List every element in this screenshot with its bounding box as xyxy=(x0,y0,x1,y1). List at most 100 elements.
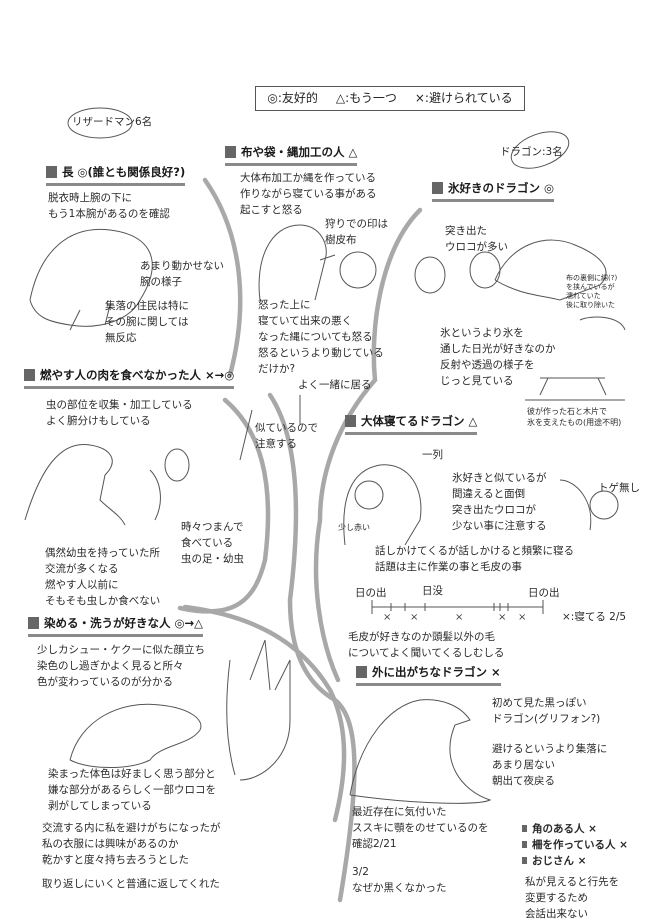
title-text: 燃やす人の肉を食べなかった人 ×→◎ xyxy=(40,368,235,382)
others-note: 私が見えると行先を変更するため会話出来ない xyxy=(525,874,619,922)
text-line: 氷というより氷を xyxy=(440,327,524,339)
arrow-similar xyxy=(239,409,253,461)
text-line: 寝ていて出来の悪く xyxy=(258,315,353,327)
text-line: 少しカシュー・ケクーに似た顔立ち xyxy=(37,644,205,656)
bug-eater-note-diet: 偶然幼虫を持っていた所交流が多くなる燃やす人以前にそもそも虫しか食べない xyxy=(45,545,160,609)
text-line: 氷を支えたもの(用途不明) xyxy=(527,418,622,427)
group-circle-lizardmen xyxy=(67,107,133,139)
text-line: 脱衣時上腕の下に xyxy=(48,192,132,204)
branch-line-dyer xyxy=(182,604,347,823)
text-line: 交流が多くなる xyxy=(45,563,119,575)
sketch-dyer-head xyxy=(69,703,202,768)
ice-dragon-note-scales: 突き出たウロコが多い xyxy=(445,223,508,255)
sketch-ice-stand xyxy=(525,377,625,401)
text-line: 作りながら寝ている事がある xyxy=(240,188,377,200)
section-title-dyer: 染める・洗うが好きな人 ◎→△ xyxy=(28,616,204,637)
sleepy-dragon-note-talk: 話しかけてくるが話しかけると頻繁に寝る話題は主に作業の事と毛皮の事 xyxy=(375,543,574,575)
dyer-note-face: 少しカシュー・ケクーに似た顔立ち染色のし過ぎかよく見ると所々色が変わっているのが… xyxy=(37,642,205,690)
text-line: 剥がしてしまっている xyxy=(48,800,152,812)
others-item: 角のある人 × xyxy=(522,821,628,837)
text-line: 燃やす人以前に xyxy=(45,579,119,591)
text-line: おじさん × xyxy=(532,855,587,867)
others-item: おじさん × xyxy=(522,853,628,869)
timeline-mark: × xyxy=(518,612,526,623)
text-line: 注意する xyxy=(255,438,297,450)
dyer-note-return: 取り返しにいくと普通に返してくれた xyxy=(42,878,220,890)
text-line: 間違えると面倒 xyxy=(452,488,526,500)
bullet-icon xyxy=(522,825,527,832)
sketch-sleepy-dragon xyxy=(343,464,619,546)
section-title-ice-dragon: 氷好きのドラゴン ◎ xyxy=(432,181,555,202)
text-line: 集落の住民は特に xyxy=(105,300,189,312)
text-line: 大体布加工か縄を作っている xyxy=(240,172,376,184)
text-line: 話題は主に作業の事と毛皮の事 xyxy=(375,561,522,573)
legend-friendly: ◎:友好的 xyxy=(267,91,318,105)
legend-avoided: ×:避けられている xyxy=(414,91,513,105)
outgoing-dragon-note-recent: 最近存在に気付いたススキに顎をのせているのを確認2/21 xyxy=(352,804,489,852)
sketch-dyer-hand xyxy=(226,639,291,781)
text-line: 怒るというより動じている xyxy=(258,347,384,359)
text-line: 最近存在に気付いた xyxy=(352,806,447,818)
title-text: 長 ◎(誰とも関係良好?) xyxy=(62,165,186,179)
branch-line-left xyxy=(202,177,243,378)
ice-dragon-note-light: 氷というより氷を通した日光が好きなのか反射や透過の様子をじっと見ている xyxy=(440,325,556,389)
text-line: ドラゴン(グリフォン?) xyxy=(492,713,601,725)
bullet-icon xyxy=(24,369,35,381)
link-label-together: よく一緒に居る xyxy=(298,379,372,391)
sketch-ice-dragon xyxy=(414,239,626,331)
sleepy-dragon-note-similar: 氷好きと似ているが間違えると面倒突き出たウロコが少ない事に注意する xyxy=(452,470,547,534)
sleepy-dragon-note-fur: 毛皮が好きなのか頭髪以外の毛についてよく聞いてくるしむしる xyxy=(348,629,504,661)
text-line: 避けるというより集落に xyxy=(492,743,608,755)
text-line: なった縄についても怒る xyxy=(258,331,373,343)
bullet-icon xyxy=(432,182,443,194)
text-line: 私が見えると行先を xyxy=(525,876,620,888)
text-line: 話しかけてくるが話しかけると頻繁に寝る xyxy=(375,545,574,557)
text-line: だけか? xyxy=(258,363,296,375)
section-title-chief: 長 ◎(誰とも関係良好?) xyxy=(46,165,186,186)
branch-line-center xyxy=(267,392,357,903)
text-line: あまり居ない xyxy=(492,759,555,771)
text-line: 狩りでの印は xyxy=(325,218,388,230)
text-line: 確認2/21 xyxy=(352,838,397,850)
sketch-chief xyxy=(29,228,153,331)
text-line: を挟んでいるが xyxy=(566,283,615,291)
branch-line-left-lower xyxy=(177,397,271,614)
text-line: 柵を作っている人 × xyxy=(532,839,628,851)
title-text: 布や袋・縄加工の人 △ xyxy=(241,145,358,159)
text-line: 反射や透過の様子を xyxy=(440,359,535,371)
text-line: についてよく聞いてくるしむしる xyxy=(348,647,505,659)
bullet-icon xyxy=(522,857,527,864)
group-label-lizardmen: リザードマン6名 xyxy=(72,116,153,128)
bug-eater-note-snack: 時々つまんで食べている虫の足・幼虫 xyxy=(181,519,244,567)
outgoing-dragon-note-absent: 避けるというより集落にあまり居ない朝出て夜戻る xyxy=(492,741,607,789)
section-title-sleepy-dragon: 大体寝てるドラゴン △ xyxy=(345,414,478,435)
section-title-outgoing-dragon: 外に出がちなドラゴン × xyxy=(356,665,501,686)
text-line: 氷好きと似ているが xyxy=(452,472,547,484)
chief-note-movement: あまり動かせない腕の様子 xyxy=(140,258,224,290)
section-title-bug-eater: 燃やす人の肉を食べなかった人 ×→◎ xyxy=(24,368,235,389)
sleepy-dragon-label-reddish: 少し赤い xyxy=(338,523,370,532)
bullet-icon xyxy=(46,166,57,178)
text-line: 初めて見た黒っぽい xyxy=(492,697,587,709)
sketch-bug-eater xyxy=(24,443,190,526)
text-line: ウロコが多い xyxy=(445,241,508,253)
text-line: 朝出て夜戻る xyxy=(492,775,555,787)
title-text: 氷好きのドラゴン ◎ xyxy=(448,181,555,195)
text-line: 3/2 xyxy=(352,866,369,878)
legend-neutral: △:もう一つ xyxy=(335,91,397,105)
branch-line-right xyxy=(313,207,423,683)
sleepy-dragon-label-row: 一列 xyxy=(422,449,443,461)
text-line: 乾かすと度々持ち去ろうとした xyxy=(42,854,189,866)
ice-dragon-note-cloth: 布の裏側に綿(?)を挟んでいるが濡れていた後に取り除いた xyxy=(566,274,617,310)
text-line: 突き出たウロコが xyxy=(452,504,536,516)
timeline-sunrise-start: 日の出 xyxy=(355,587,387,599)
text-line: 色が変わっているのが分かる xyxy=(37,676,173,688)
timeline-sunrise-end: 日の出 xyxy=(528,587,560,599)
text-line: 染色のし過ぎかよく見ると所々 xyxy=(37,660,184,672)
text-line: 嫌な部分があるらしく一部ウロコを xyxy=(48,784,216,796)
dyer-note-color: 染まった体色は好ましく思う部分と嫌な部分があるらしく一部ウロコを剥がしてしまって… xyxy=(48,766,216,814)
bullet-icon xyxy=(345,415,356,427)
group-label-dragons: ドラゴン:3名 xyxy=(500,146,563,158)
